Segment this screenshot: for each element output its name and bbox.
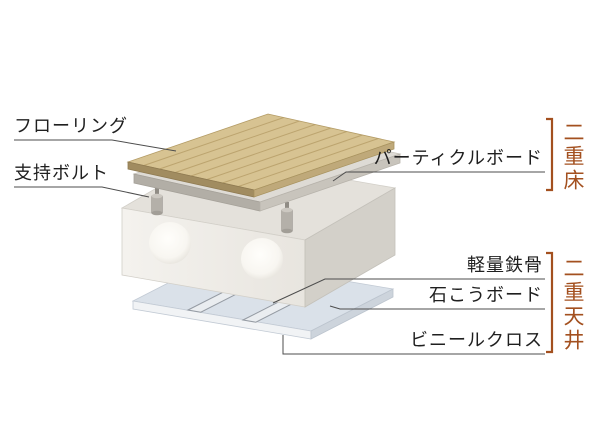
- leader-line-vinyl-cloth: [282, 335, 545, 355]
- leader-line-light-gauge-steel: [272, 278, 545, 304]
- flooring-layer: [126, 113, 396, 198]
- label-vinyl-cloth: ビニールクロス: [410, 330, 543, 351]
- leader-line-gypsum-board: [329, 305, 545, 310]
- label-particle-board: パーティクルボード: [373, 148, 543, 169]
- slab-void-circle-right: [241, 238, 283, 280]
- wood-grain-lines: [143, 117, 379, 187]
- support-bolt-left: [151, 188, 163, 216]
- label-light-gauge-steel: 軽量鉄骨: [467, 255, 543, 276]
- leader-line-flooring: [14, 139, 177, 152]
- label-double-floor: 二重床: [561, 121, 585, 193]
- bracket-double-ceiling: [546, 251, 554, 354]
- leader-line-support-bolt: [14, 186, 150, 198]
- slab-void-circle-left: [149, 222, 191, 264]
- leader-lines: [14, 139, 545, 355]
- label-support-bolt: 支持ボルト: [14, 163, 109, 184]
- support-bolt-right: [281, 202, 293, 234]
- label-gypsum-board: 石こうボード: [429, 285, 543, 306]
- bracket-double-floor: [546, 117, 554, 192]
- label-double-ceiling: 二重天井: [561, 257, 585, 353]
- leader-line-particle-board: [332, 171, 545, 182]
- label-flooring: フローリング: [14, 116, 128, 137]
